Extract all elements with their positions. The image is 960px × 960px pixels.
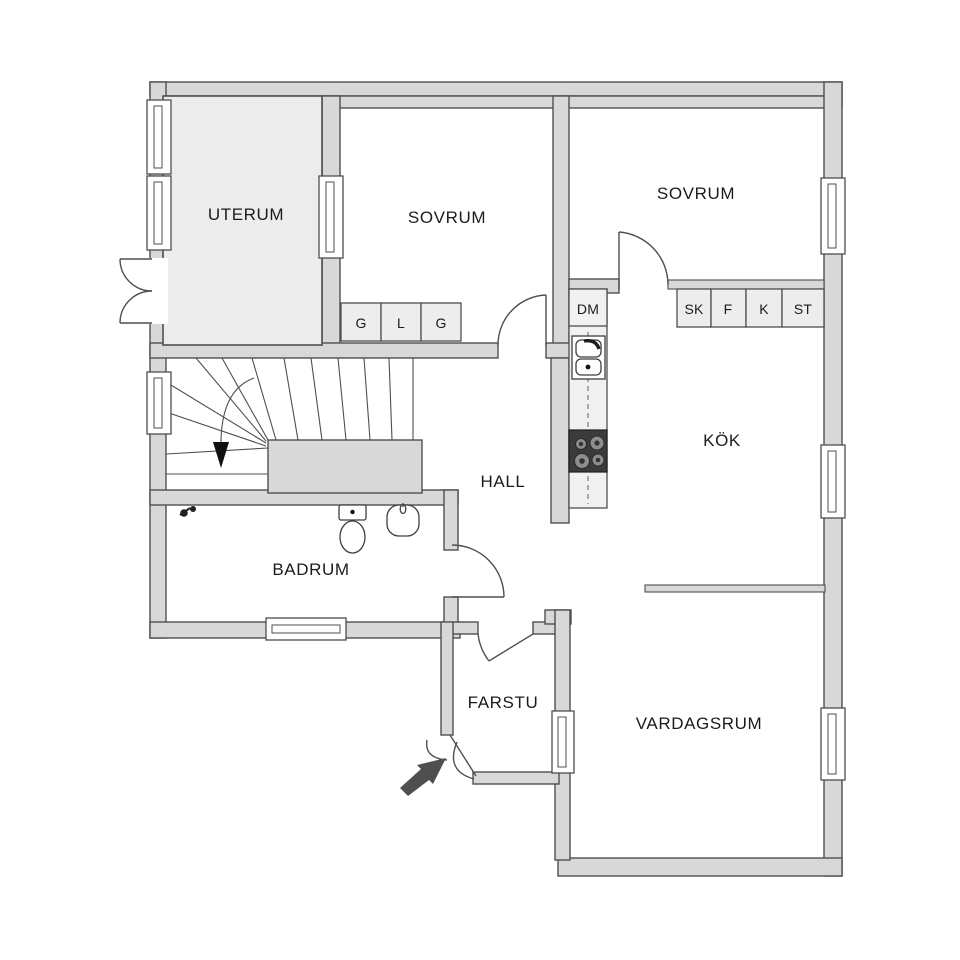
room-label-sovrum-right: SOVRUM (657, 184, 735, 203)
dishwasher (568, 288, 608, 327)
window-icon-uterum-sovrum (318, 175, 344, 259)
wall-hall-south (451, 621, 479, 635)
door-sovrum-right (618, 231, 669, 289)
wall-farstu-west (440, 621, 454, 736)
label-closet-k: K (759, 301, 769, 317)
labels: UTERUM SOVRUM SOVRUM KÖK HALL BADRUM FAR… (208, 184, 813, 733)
wall-south-vardagsrum (557, 857, 843, 877)
label-closet-sk: SK (684, 301, 704, 317)
window-icon-uterum-2 (146, 175, 172, 251)
window-icon-stairs (146, 371, 172, 435)
room-label-hall: HALL (481, 472, 526, 491)
window-icon-uterum-1 (146, 99, 172, 175)
closets (340, 288, 825, 342)
room-label-kok: KÖK (703, 431, 741, 450)
closet-g1 (340, 302, 382, 342)
sink-icon (386, 503, 420, 537)
wall-sovrum-divider (552, 95, 570, 359)
toilet-icon (338, 504, 367, 554)
label-closet-g1: G (355, 315, 366, 331)
label-dishwasher: DM (577, 301, 599, 317)
door-badrum (451, 544, 505, 598)
windows (146, 99, 846, 781)
room-label-uterum: UTERUM (208, 205, 284, 224)
wall-stairs-north (149, 342, 499, 359)
bathroom-fixtures (179, 503, 420, 554)
wall-hall-kok (550, 357, 570, 524)
window-icon-kok (820, 444, 846, 519)
door-farstu-hall (477, 633, 534, 662)
label-closet-l: L (397, 315, 405, 331)
wall-badrum-east-upper (443, 489, 459, 551)
window-icon-vardagsrum (820, 707, 846, 781)
wall-top-inner (321, 95, 843, 109)
room-label-vardagsrum: VARDAGSRUM (636, 714, 763, 733)
room-label-sovrum-left: SOVRUM (408, 208, 486, 227)
closet-st (781, 288, 825, 328)
label-closet-st: ST (794, 301, 813, 317)
wall-badrum-east-stub (443, 596, 459, 624)
staircase (165, 357, 414, 475)
window-icon-badrum (265, 617, 347, 641)
wall-kok-vardagsrum (644, 584, 826, 593)
wall-top-outer (149, 81, 843, 97)
stair-landing-block (267, 439, 423, 494)
floor-drain-icon (179, 506, 196, 517)
door-sovrum-left (497, 294, 547, 346)
window-icon-farstu (551, 710, 575, 774)
room-label-farstu: FARSTU (468, 693, 539, 712)
label-closet-g2: G (435, 315, 446, 331)
entrance-arrow-icon (400, 758, 446, 796)
room-label-badrum: BADRUM (272, 560, 349, 579)
kitchen-units (568, 288, 608, 509)
wall-farstu-south (472, 771, 560, 785)
kitchen-sink-icon (571, 335, 606, 380)
label-closet-f: F (724, 301, 733, 317)
french-door-uterum (119, 258, 168, 324)
wall-closet-back (667, 279, 825, 290)
stairs-walk-line (220, 377, 255, 445)
doors (119, 231, 669, 780)
window-icon-sovrum-right (820, 177, 846, 255)
closet-g2 (420, 302, 462, 342)
stairs-down-arrow-icon (213, 442, 229, 468)
stove-icon (568, 429, 608, 473)
wall-stairs-north-end (545, 342, 571, 359)
